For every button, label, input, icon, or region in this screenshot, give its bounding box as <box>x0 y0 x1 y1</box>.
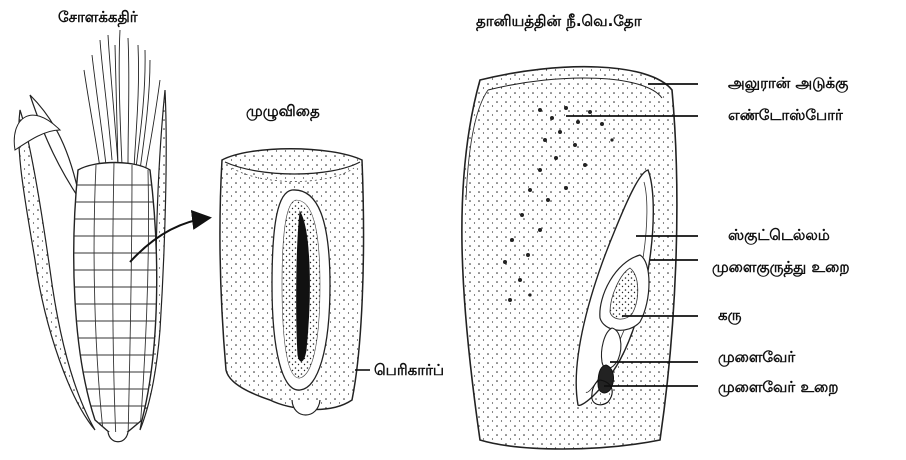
cob-title: சோளக்கதிர் <box>58 8 138 26</box>
label-embryo: கரு <box>718 306 742 324</box>
label-endosperm: எண்டோஸ்போர் <box>728 106 843 124</box>
pedicel <box>292 400 320 415</box>
cob-body <box>74 163 157 441</box>
label-pericarp: பெரிகார்ப் <box>374 361 444 379</box>
label-coleoptile: முளைகுருத்து உறை <box>712 258 850 276</box>
label-scutellum: ஸ்குட்டெல்லம் <box>728 226 830 244</box>
corn-silk <box>84 30 160 172</box>
whole-seed-drawing <box>220 149 370 415</box>
corn-cob-drawing <box>14 30 170 442</box>
label-aleurone: அலுரான் அடுக்கு <box>728 74 848 92</box>
section-title: தானியத்தின் நீ.வெ.தோ <box>476 12 642 30</box>
husk-leaf <box>30 95 80 200</box>
grain-section-drawing <box>462 67 677 449</box>
label-coleorhiza: முளைவேர் உறை <box>718 378 838 396</box>
label-radicle: முளைவேர் <box>718 348 795 366</box>
whole-seed-title: முழுவிதை <box>246 102 320 120</box>
